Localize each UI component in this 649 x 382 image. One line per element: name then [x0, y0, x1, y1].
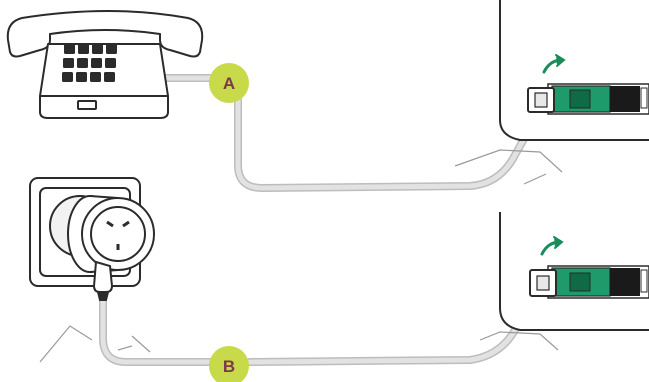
telephone-icon [6, 10, 204, 119]
curved-arrow-icon [540, 236, 564, 256]
badge-a: A [209, 63, 249, 103]
power-plug-icon [67, 195, 155, 301]
curved-arrow-icon [542, 54, 566, 74]
badge-b: B [209, 346, 249, 382]
cable-b [99, 286, 547, 366]
badge-a-label: A [223, 74, 235, 93]
cable-a [136, 74, 544, 192]
telephone-keypad [62, 44, 117, 82]
router-device-bottom [479, 212, 649, 351]
router-device-top [454, 0, 649, 185]
badge-b-label: B [223, 357, 235, 376]
floor-lines [39, 325, 151, 363]
